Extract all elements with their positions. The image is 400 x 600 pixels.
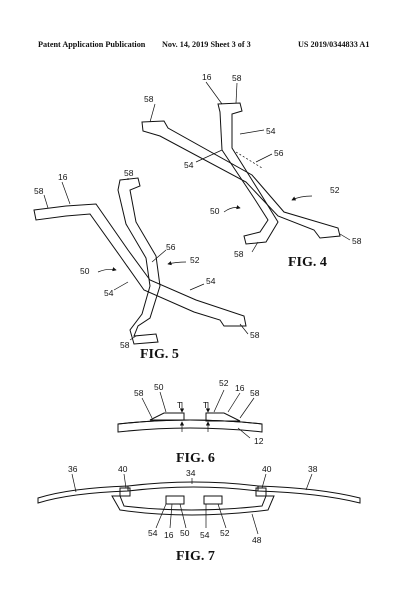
fig6-caption: FIG. 6 — [176, 451, 215, 466]
fig7-label-34: 34 — [186, 468, 196, 478]
fig5-label-54-left: 54 — [104, 288, 114, 298]
fig7-label-16: 16 — [164, 530, 174, 540]
fig7-label-38: 38 — [308, 464, 318, 474]
fig4-label-54-right: 54 — [266, 126, 276, 136]
fig5-strap-54 — [33, 203, 247, 327]
fig5-label-56: 56 — [166, 242, 176, 252]
fig5-label-50: 50 — [80, 266, 90, 276]
fig4-label-52: 52 — [330, 185, 340, 195]
fig7-label-40-right: 40 — [262, 464, 272, 474]
fig6-label-50: 50 — [154, 382, 164, 392]
fig7-clip-40-right — [255, 487, 267, 497]
fig7-label-50: 50 — [180, 528, 190, 538]
fig5-label-52: 52 — [190, 255, 200, 265]
fig7-label-40-left: 40 — [118, 464, 128, 474]
fig6-pad-52 — [205, 412, 241, 422]
fig4-label-58-bottom: 58 — [234, 249, 244, 259]
fig5-label-54-right: 54 — [206, 276, 216, 286]
fig7-housing-48 — [111, 495, 275, 516]
fig5-drawing: 58 16 58 56 52 50 54 54 58 58 FIG. 5 — [33, 168, 260, 362]
fig4-drawing: 16 58 58 54 54 56 52 50 58 58 FIG. 4 — [141, 72, 362, 270]
header-publication-number: US 2019/0344833 A1 — [298, 40, 370, 49]
fig4-label-50: 50 — [210, 206, 220, 216]
fig6-label-16: 16 — [235, 383, 245, 393]
fig7-drawing: 36 40 34 40 38 54 16 50 54 52 48 FIG. 7 — [37, 464, 361, 564]
fig7-label-36: 36 — [68, 464, 78, 474]
fig7-label-52: 52 — [220, 528, 230, 538]
fig7-pad-52 — [203, 495, 223, 505]
fig6-pad-50 — [149, 412, 185, 421]
fig5-label-16: 16 — [58, 172, 68, 182]
fig4-label-58-left: 58 — [144, 94, 154, 104]
fig4-strap-52 — [217, 102, 279, 245]
fig7-skin-34 — [127, 481, 259, 487]
fig5-label-58-bottom: 58 — [120, 340, 130, 350]
fig6-label-58-right: 58 — [250, 388, 260, 398]
fig7-caption: FIG. 7 — [176, 549, 215, 564]
fig6-label-T-right: T — [203, 400, 208, 410]
fig5-label-58-left: 58 — [34, 186, 44, 196]
fig4-strap-54 — [141, 120, 341, 239]
fig7-clip-40-left — [119, 487, 131, 497]
fig4-label-16: 16 — [202, 72, 212, 82]
fig4-label-58-top: 58 — [232, 73, 242, 83]
fig4-label-56: 56 — [274, 148, 284, 158]
fig6-label-52: 52 — [219, 378, 229, 388]
fig4-label-58-right: 58 — [352, 236, 362, 246]
fig4-label-54-left: 54 — [184, 160, 194, 170]
header-publication-type: Patent Application Publication — [38, 40, 146, 49]
fig6-label-12: 12 — [254, 436, 264, 446]
fig7-label-54-left: 54 — [148, 528, 158, 538]
header-date-sheet: Nov. 14, 2019 Sheet 3 of 3 — [162, 40, 251, 49]
fig5-label-58-top: 58 — [124, 168, 134, 178]
fig7-pad-50 — [165, 495, 185, 505]
fig6-label-T-left: T — [177, 400, 182, 410]
fig4-caption: FIG. 4 — [288, 255, 327, 270]
fig5-label-58-right: 58 — [250, 330, 260, 340]
fig5-strap-52 — [117, 177, 161, 345]
fig6-label-58-left: 58 — [134, 388, 144, 398]
fig7-label-54-right: 54 — [200, 530, 210, 540]
fig5-caption: FIG. 5 — [140, 347, 179, 362]
fig7-label-48: 48 — [252, 535, 262, 545]
fig6-drawing: 58 50 T T 52 16 58 12 FIG. 6 — [117, 378, 264, 466]
fig7-layer-38 — [257, 485, 361, 504]
